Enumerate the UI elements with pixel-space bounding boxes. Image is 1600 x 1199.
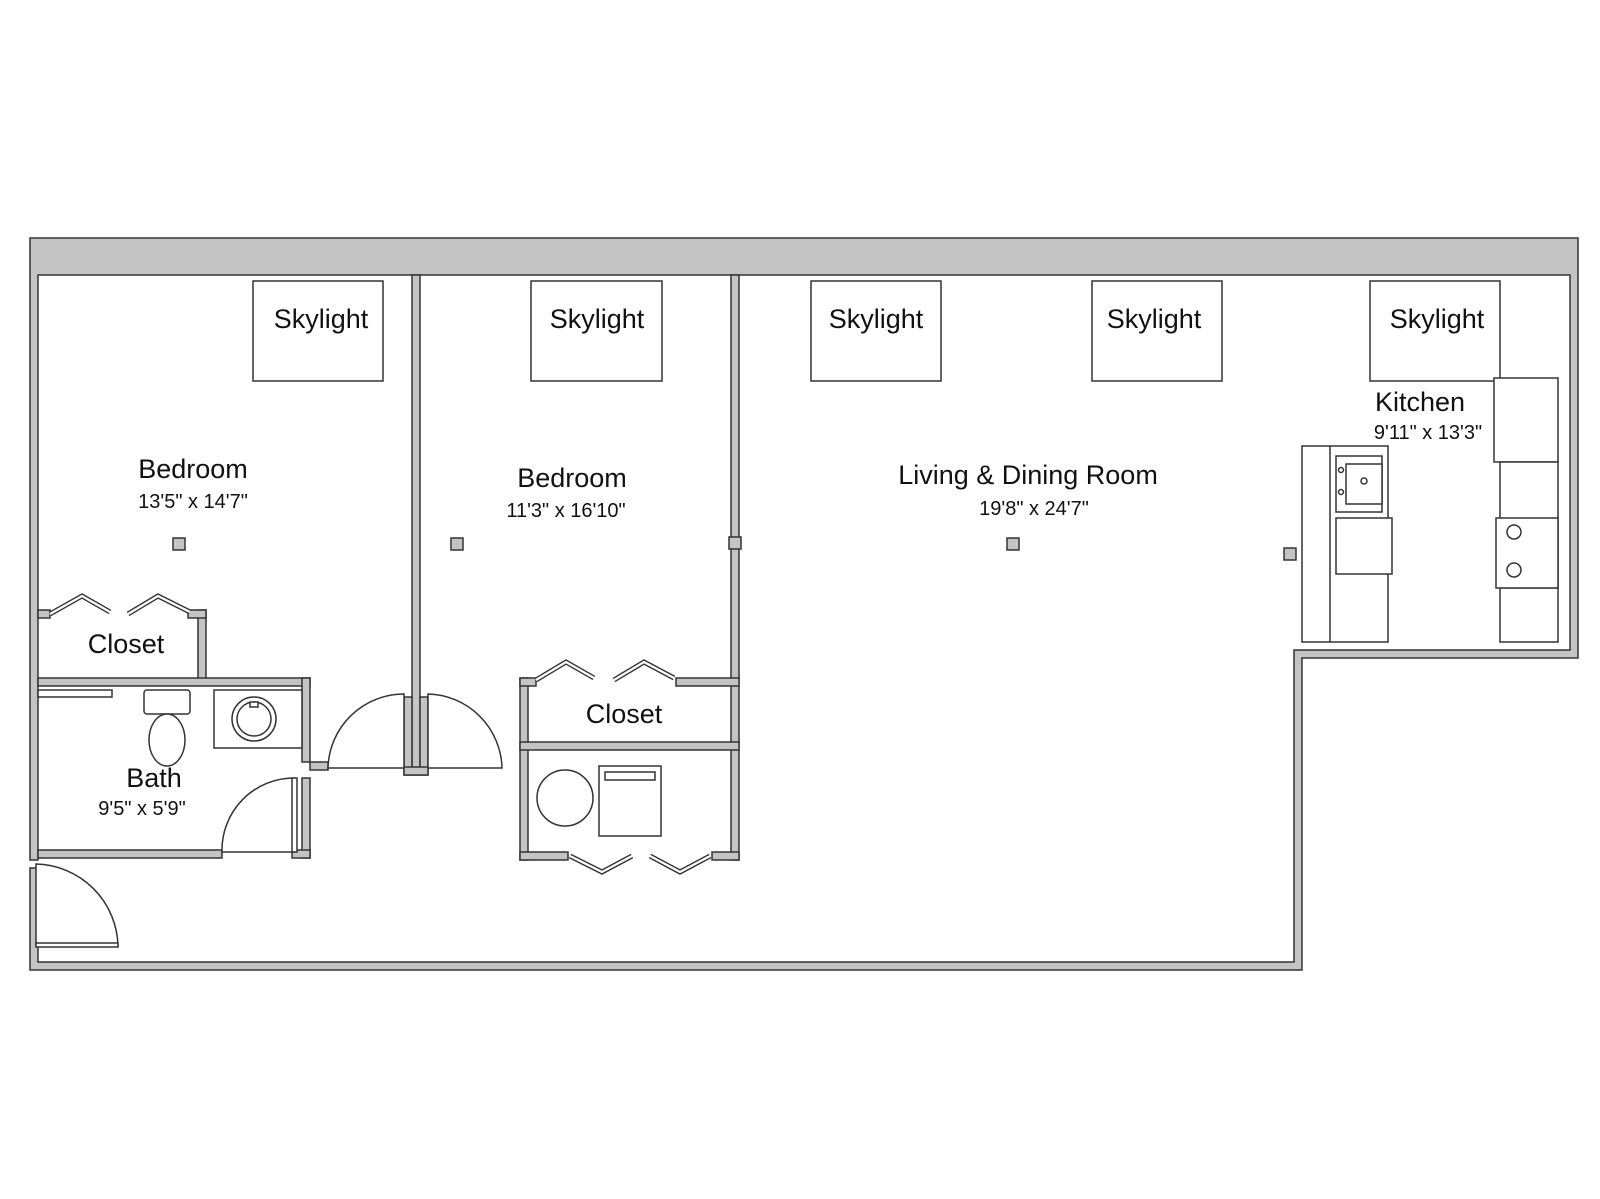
- closet1-name: Closet: [88, 629, 165, 659]
- wall-closet1-top-r: [187, 609, 207, 619]
- wall-bath-shelf: [37, 689, 113, 698]
- closet2-top-bifold-doors[interactable]: [534, 659, 676, 683]
- skylight-label: Skylight: [829, 304, 924, 334]
- wall-closet1-top: [37, 609, 51, 619]
- skylight-5: Skylight: [1369, 280, 1501, 382]
- wall-closet2-top-l: [519, 677, 537, 687]
- skylight-label: Skylight: [1107, 304, 1202, 334]
- wall-bath-door-stub: [309, 761, 329, 771]
- wall-bath-right-low: [301, 777, 311, 859]
- bedroom1-door[interactable]: [327, 693, 405, 769]
- ceiling-light-bedroom2: [450, 537, 464, 551]
- entry-door[interactable]: [35, 863, 119, 947]
- wall-closet2-left: [519, 677, 529, 861]
- toilet: [143, 689, 191, 767]
- wall-closet2-bottom-r: [711, 851, 740, 861]
- living-dining-name: Living & Dining Room: [898, 460, 1158, 490]
- closet2-bottom-bifold-doors[interactable]: [568, 853, 712, 875]
- wall-post-bedroom2: [728, 536, 742, 550]
- wall-bath-right: [301, 677, 311, 763]
- wall-closet2-bottom-l: [519, 851, 569, 861]
- wall-bath-bottom: [37, 849, 223, 859]
- skylight-4: Skylight: [1091, 280, 1223, 382]
- wall-closet1-right: [197, 609, 207, 683]
- skylight-2: Skylight: [530, 280, 663, 382]
- wall-bath-bottom-r: [291, 849, 311, 859]
- wall-post-kitchen: [1283, 547, 1297, 561]
- wall-bedroom-divider: [411, 274, 421, 776]
- skylight-3: Skylight: [810, 280, 942, 382]
- bath-dimensions: 9'5" x 5'9": [98, 798, 185, 820]
- exterior-wall: [29, 237, 1579, 971]
- kitchen-dimensions: 9'11" x 13'3": [1374, 422, 1482, 444]
- bedroom2-dimensions: 11'3" x 16'10": [506, 500, 625, 522]
- wall-hall-bottom: [403, 766, 429, 776]
- wall-closet1-bottom: [37, 677, 311, 687]
- skylight-label: Skylight: [1390, 304, 1485, 334]
- bath-door-leaf: [291, 777, 298, 853]
- washer-dryer: [536, 765, 662, 837]
- bath-name: Bath: [126, 763, 182, 793]
- skylight-label: Skylight: [274, 304, 369, 334]
- kitchen-counters-right: [1493, 377, 1559, 643]
- bedroom1-name: Bedroom: [138, 454, 248, 484]
- ceiling-light-living: [1006, 537, 1020, 551]
- entry-door-leaf: [35, 942, 119, 948]
- bath-door[interactable]: [221, 777, 295, 853]
- bedroom2-name: Bedroom: [517, 463, 627, 493]
- ceiling-light-bedroom1: [172, 537, 186, 551]
- skylight-label: Skylight: [550, 304, 645, 334]
- wall-closet2-divider: [519, 741, 740, 751]
- bedroom2-door[interactable]: [427, 693, 503, 769]
- kitchen-counters-left: [1301, 445, 1393, 643]
- bedroom1-dimensions: 13'5" x 14'7": [138, 491, 248, 513]
- wall-bedroom2-living: [730, 274, 740, 861]
- closet1-bifold-doors[interactable]: [48, 593, 192, 617]
- skylight-1: Skylight: [252, 280, 384, 382]
- wall-closet2-top-r: [675, 677, 740, 687]
- living-dining-dimensions: 19'8" x 24'7": [979, 498, 1089, 520]
- kitchen-name: Kitchen: [1375, 387, 1465, 417]
- bath-sink-vanity: [213, 689, 303, 749]
- wall-hall-stub-right: [419, 696, 429, 776]
- closet2-name: Closet: [586, 699, 663, 729]
- wall-hall-stub-left: [403, 696, 413, 776]
